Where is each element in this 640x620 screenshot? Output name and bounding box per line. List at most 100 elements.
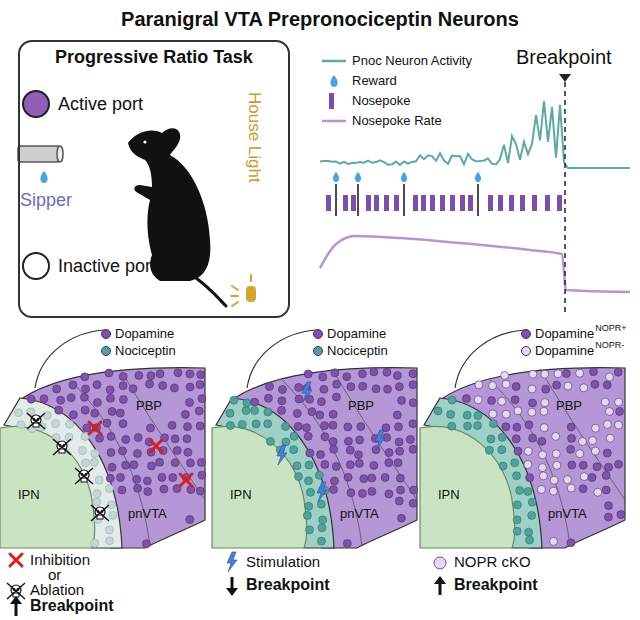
- dopamine-dot: [186, 516, 194, 524]
- dopamine-dot: [588, 474, 596, 482]
- nociceptin-dot: [474, 422, 482, 430]
- dopamine-dot: [344, 423, 352, 431]
- dopamine-dot: [564, 382, 572, 390]
- legend-entry: Nociceptin: [115, 343, 176, 359]
- legend-entry: Pnoc Neuron Activity: [352, 53, 472, 69]
- legend-entry: Nosepoke Rate: [352, 113, 442, 129]
- nosepoke-bar: [450, 195, 455, 211]
- nosepoke-bar: [468, 195, 473, 211]
- breakpoint-line: [564, 82, 566, 316]
- skull-icon: [75, 468, 93, 484]
- dopamine-dot: [304, 432, 312, 440]
- subregion-line: [332, 369, 417, 500]
- dopamine-dot: [173, 446, 181, 454]
- dopamine-dot: [186, 370, 194, 378]
- dopamine-dot: [567, 484, 575, 492]
- nociceptin-dot: [526, 536, 534, 544]
- dopamine-dot: [589, 368, 597, 376]
- nociceptin-dot: [319, 516, 327, 524]
- legend-text: Dopamine: [115, 326, 174, 341]
- pnoc-sample: [322, 60, 346, 63]
- dopamine-dot: [106, 394, 114, 402]
- dopamine-dot: [383, 434, 391, 442]
- nociceptin-dot: [513, 527, 521, 535]
- nosepoke-bar: [384, 195, 389, 211]
- dopamine-dot: [107, 449, 115, 457]
- dopamine-dot: [605, 408, 613, 416]
- dopamine-dot: [356, 436, 364, 444]
- dopamine-dot: [538, 464, 546, 472]
- dopamine-dot: [344, 437, 352, 445]
- nociceptin-dot: [91, 449, 99, 457]
- dopamine-dot: [409, 399, 417, 407]
- dopamine-dot: [511, 396, 519, 404]
- dopamine-dot: [601, 398, 609, 406]
- dopamine-dot: [568, 434, 576, 442]
- dopamine-dot: [195, 407, 203, 415]
- dopamine-dot: [538, 437, 546, 445]
- skull-icon: [91, 505, 109, 521]
- nociceptin-dot: [305, 502, 313, 510]
- dopamine-dot: [142, 540, 150, 548]
- dopamine-dot: [567, 423, 575, 431]
- nociceptin-dot: [290, 432, 298, 440]
- reward-drop: [333, 172, 339, 182]
- nociceptin-dot: [447, 410, 455, 418]
- dopamine-dot: [81, 373, 89, 381]
- nociceptin-dot: [95, 476, 103, 484]
- nociceptin-dot: [528, 511, 536, 519]
- brain-outline: [247, 330, 317, 388]
- nociceptin-dot: [90, 458, 98, 466]
- dopamine-dot: [394, 459, 402, 467]
- light-ray: [232, 302, 238, 306]
- dopamine-dot: [602, 471, 610, 479]
- label-text: IPN: [438, 488, 460, 503]
- dopamine-dot: [615, 460, 623, 468]
- dopamine-dot: [385, 490, 393, 498]
- dopamine-dot: [40, 395, 48, 403]
- inhibition-x: [10, 554, 22, 566]
- brain-outline: [35, 330, 105, 388]
- reward-drop: [475, 172, 481, 182]
- dopamine-dot: [119, 373, 127, 381]
- dopamine-dot: [602, 486, 610, 494]
- dopamine-dot: [580, 473, 588, 481]
- dopamine-dot: [116, 473, 124, 481]
- dopamine-dot: [134, 434, 142, 442]
- dopamine-dot: [347, 489, 355, 497]
- dopamine-dot: [593, 463, 601, 471]
- label-text: Breakpoint: [454, 576, 538, 594]
- dopamine-dot: [537, 485, 545, 493]
- nociceptin-dot: [252, 420, 260, 428]
- nosepoke-bar: [343, 195, 348, 211]
- dopamine-dot: [396, 447, 404, 455]
- dopamine-dot: [251, 398, 259, 406]
- legend-entry: Dopamine: [535, 343, 594, 359]
- nosepoke-bar: [440, 195, 445, 211]
- label-text: or: [48, 566, 61, 583]
- nociceptin-dot: [528, 498, 536, 506]
- brain-outline: [455, 330, 525, 388]
- dopamine-dot: [332, 393, 340, 401]
- label-text: Sipper: [20, 190, 72, 211]
- legend-text: Pnoc Neuron Activity: [352, 53, 472, 68]
- nociceptin-dot: [513, 501, 521, 509]
- dopamine-dot: [134, 484, 142, 492]
- dopamine-dot: [614, 368, 622, 376]
- dopamine-dot: [603, 449, 611, 457]
- dopamine-dot: [358, 370, 366, 378]
- dopamine-dot: [393, 371, 401, 379]
- dopamine-dot: [395, 438, 403, 446]
- dopamine-dot: [186, 383, 194, 391]
- dopamine-dot: [294, 422, 302, 430]
- nociceptin-dot: [266, 437, 274, 445]
- dopamine-dot: [524, 461, 532, 469]
- task-illustration: [18, 91, 256, 306]
- nosepoke-rate-line: [320, 236, 630, 292]
- lightning-bolt: [277, 445, 287, 465]
- rate-sample: [322, 120, 346, 123]
- dopamine-dot: [321, 433, 329, 441]
- dopamine-dot: [186, 459, 194, 467]
- label-text: pnVTA: [548, 507, 587, 522]
- dopamine-dot: [317, 398, 325, 406]
